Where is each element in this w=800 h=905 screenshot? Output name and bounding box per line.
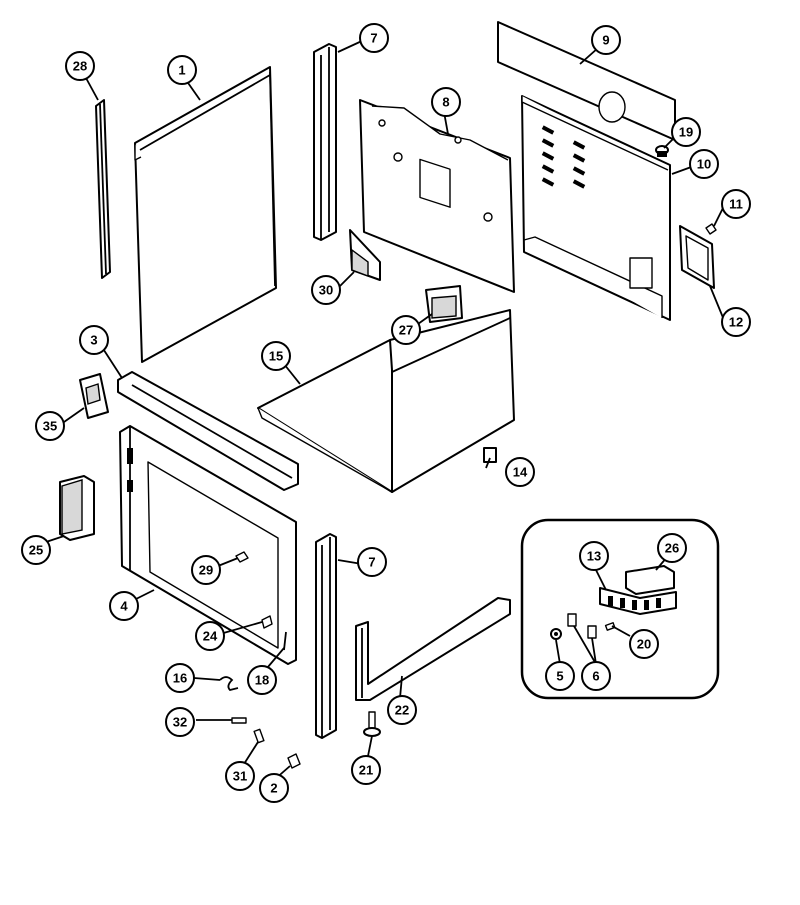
part-18-rod: [283, 631, 287, 651]
callout-label: 21: [359, 763, 373, 778]
part-7-top-channel: [313, 43, 337, 241]
callout-label: 25: [29, 543, 43, 558]
callout-6: 6: [581, 661, 611, 691]
callout-10: 10: [689, 149, 719, 179]
callout-label: 30: [319, 283, 333, 298]
callout-label: 16: [173, 671, 187, 686]
callout-label: 11: [729, 197, 743, 212]
callout-29: 29: [191, 555, 221, 585]
part-11-screw: [705, 223, 717, 235]
callout-label: 10: [697, 157, 711, 172]
callout-14: 14: [505, 457, 535, 487]
part-5-nut: [550, 628, 562, 640]
callout-label: 27: [399, 323, 413, 338]
callout-label: 35: [43, 419, 57, 434]
part-10-back-panel: [521, 95, 671, 321]
part-35-bracket: [79, 373, 109, 419]
part-19-plug: [655, 145, 669, 157]
part-27-bracket: [425, 285, 463, 323]
part-26-cover-bar: [625, 565, 675, 595]
part-20-screw: [604, 622, 616, 631]
callout-9: 9: [591, 25, 621, 55]
callout-8: 8: [431, 87, 461, 117]
callout-label: 5: [556, 669, 563, 684]
part-16-clip: [219, 676, 239, 691]
callout-label: 6: [592, 669, 599, 684]
part-12-access-plate: [679, 225, 715, 289]
part-15-liner-floor: [257, 309, 515, 493]
callout-7-top: 7: [359, 23, 389, 53]
callout-11: 11: [721, 189, 751, 219]
callout-3: 3: [79, 325, 109, 355]
callout-label: 28: [73, 59, 87, 74]
callout-label: 1: [178, 63, 185, 78]
callout-4: 4: [109, 591, 139, 621]
callout-label: 7: [368, 555, 375, 570]
callout-31: 31: [225, 761, 255, 791]
callout-21: 21: [351, 755, 381, 785]
part-7-bottom-channel: [315, 533, 337, 739]
callout-27: 27: [391, 315, 421, 345]
callout-24: 24: [195, 621, 225, 651]
callout-label: 12: [729, 315, 743, 330]
callout-label: 13: [587, 549, 601, 564]
callout-5: 5: [545, 661, 575, 691]
callout-12: 12: [721, 307, 751, 337]
callout-35: 35: [35, 411, 65, 441]
callout-13: 13: [579, 541, 609, 571]
part-13-terminal-block: [599, 587, 677, 615]
callout-label: 3: [90, 333, 97, 348]
callout-1: 1: [167, 55, 197, 85]
callout-15: 15: [261, 341, 291, 371]
callout-label: 20: [637, 637, 651, 652]
callout-label: 26: [665, 541, 679, 556]
callout-30: 30: [311, 275, 341, 305]
part-1-side-panel: [134, 66, 277, 363]
callout-18: 18: [247, 665, 277, 695]
callout-label: 9: [602, 33, 609, 48]
callout-25: 25: [21, 535, 51, 565]
callout-16: 16: [165, 663, 195, 693]
callout-label: 2: [270, 781, 277, 796]
part-28-side-trim: [95, 99, 111, 279]
callout-label: 29: [199, 563, 213, 578]
callout-label: 14: [513, 465, 528, 480]
callout-26: 26: [657, 533, 687, 563]
terminal-block-inset: [520, 518, 720, 700]
callout-label: 18: [255, 673, 269, 688]
part-32-screw: [231, 717, 247, 724]
part-24-screw: [261, 615, 273, 629]
callout-label: 7: [370, 31, 377, 46]
callout-label: 15: [269, 349, 283, 364]
callout-label: 4: [120, 599, 128, 614]
part-22-base-rail: [355, 597, 511, 701]
part-31-pin: [253, 728, 265, 744]
callout-label: 24: [203, 629, 218, 644]
callout-label: 22: [395, 703, 409, 718]
part-14-clip: [483, 447, 497, 463]
callout-label: 31: [233, 769, 247, 784]
callout-2: 2: [259, 773, 289, 803]
part-21-leveling-leg: [363, 711, 381, 737]
callout-label: 32: [173, 715, 187, 730]
callout-22: 22: [387, 695, 417, 725]
part-3-front-rail: [117, 371, 299, 491]
callout-7-bottom: 7: [357, 547, 387, 577]
part-2-clip: [287, 753, 301, 769]
callout-label: 8: [442, 95, 449, 110]
callout-32: 32: [165, 707, 195, 737]
part-4-front-frame: [119, 425, 297, 665]
part-6-lugs: [567, 613, 597, 639]
part-8-rear-panel: [359, 99, 515, 293]
part-25-box: [59, 475, 95, 541]
callout-19: 19: [671, 117, 701, 147]
part-29-screw: [235, 551, 249, 563]
callout-20: 20: [629, 629, 659, 659]
callout-28: 28: [65, 51, 95, 81]
callout-label: 19: [679, 125, 693, 140]
part-30-bracket: [349, 229, 381, 281]
